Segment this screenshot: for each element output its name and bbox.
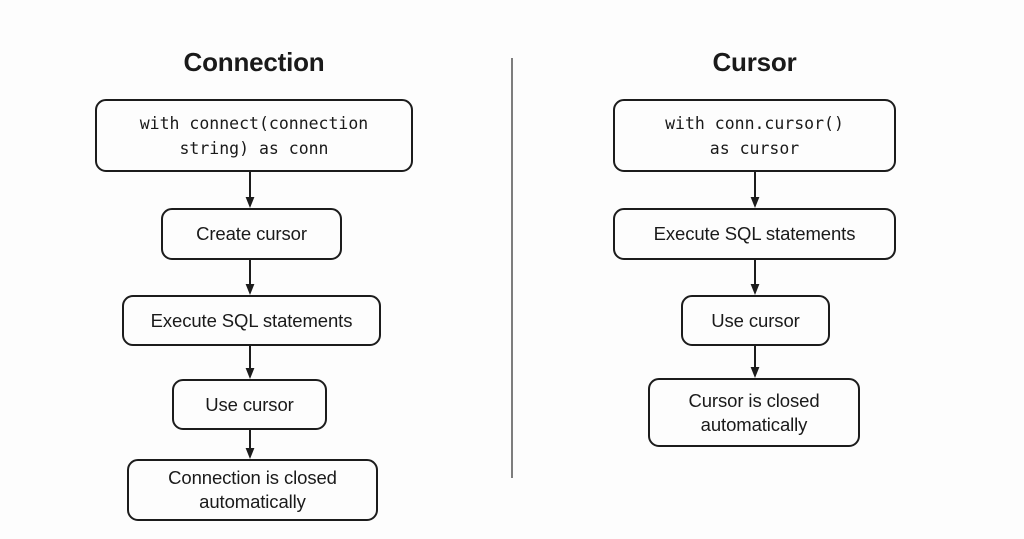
node-cur-step-2-label: Execute SQL statements [653,223,856,244]
node-conn-step-4: Use cursor [172,379,327,430]
arrow-conn-4-to-5 [245,430,255,459]
arrow-conn-2-to-3 [245,260,255,295]
node-conn-step-3: Execute SQL statements [122,295,381,346]
arrow-cur-3-to-4 [750,346,760,378]
column-title-connection: Connection [183,47,325,77]
node-conn-step-1: with connect(connection string) as conn [95,99,413,172]
node-conn-step-3-label: Execute SQL statements [150,309,353,331]
node-cur-step-4-label: Cursor is closed automatically [688,389,820,435]
node-conn-step-5: Connection is closed automatically [127,459,378,521]
node-cur-step-1-label: with conn.cursor() as cursor [665,113,844,158]
column-title-cursor: Cursor [712,47,797,77]
node-conn-step-5-label: Connection is closed automatically [168,467,337,512]
node-conn-step-1-label: with connect(connection string) as conn [139,113,369,158]
arrow-conn-3-to-4 [245,346,255,379]
arrow-cur-2-to-3 [750,260,760,295]
arrow-cur-1-to-2 [750,172,760,208]
node-conn-step-4-label: Use cursor [205,393,294,415]
node-cur-step-3: Use cursor [681,295,830,346]
column-divider [511,58,513,478]
node-conn-step-2-label: Create cursor [196,223,307,244]
node-cur-step-3-label: Use cursor [711,309,800,331]
node-cur-step-2: Execute SQL statements [613,208,896,260]
node-cur-step-1: with conn.cursor() as cursor [613,99,896,172]
arrow-conn-1-to-2 [245,172,255,208]
node-cur-step-4: Cursor is closed automatically [648,378,860,447]
node-conn-step-2: Create cursor [161,208,342,260]
